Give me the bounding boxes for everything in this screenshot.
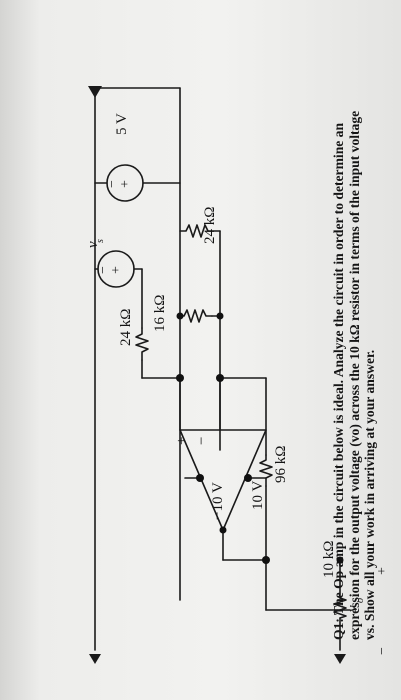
label-output-plus: + <box>375 567 390 575</box>
junction-dot <box>244 474 252 482</box>
label-opamp-minus: − <box>194 437 210 445</box>
label-vo: v <box>345 605 361 612</box>
ground-arrow <box>334 654 346 664</box>
label-supply-neg: −10 V <box>210 482 226 520</box>
resistor-10k <box>333 597 347 619</box>
label-5v-plus: + <box>118 180 133 188</box>
resistor-24k-bottom <box>135 327 149 361</box>
label-10k: 10 kΩ <box>321 541 337 578</box>
label-vo-subscript: o <box>355 598 366 603</box>
label-96k: 96 kΩ <box>273 446 289 483</box>
junction-dot <box>262 556 270 564</box>
label-16k: 16 kΩ <box>152 295 168 332</box>
junction-dot <box>176 374 184 382</box>
junction-dot <box>336 556 344 564</box>
junction-dot <box>176 312 184 320</box>
label-output-minus: − <box>375 647 390 655</box>
label-opamp-plus: + <box>174 437 190 445</box>
label-24k-bottom: 24 kΩ <box>118 309 134 346</box>
ground-arrow <box>89 654 101 664</box>
label-5v-minus: − <box>105 180 120 188</box>
resistor-96k <box>259 454 273 487</box>
ground-arrow <box>88 86 102 98</box>
junction-dot <box>216 312 224 320</box>
label-vs-subscript: s <box>95 239 106 243</box>
label-supply-pos: 10 V <box>250 481 266 510</box>
label-vs-plus: + <box>109 266 124 274</box>
junction-dot <box>216 374 224 382</box>
resistor-16k <box>179 309 213 323</box>
junction-dot <box>196 474 204 482</box>
label-vs-minus: − <box>96 266 111 274</box>
label-24k-top: 24 kΩ <box>202 207 218 244</box>
junction-dot <box>219 526 227 534</box>
label-5v: 5 V <box>114 113 130 135</box>
label-vs: v <box>85 241 101 248</box>
resistor-24k-top <box>179 224 221 238</box>
